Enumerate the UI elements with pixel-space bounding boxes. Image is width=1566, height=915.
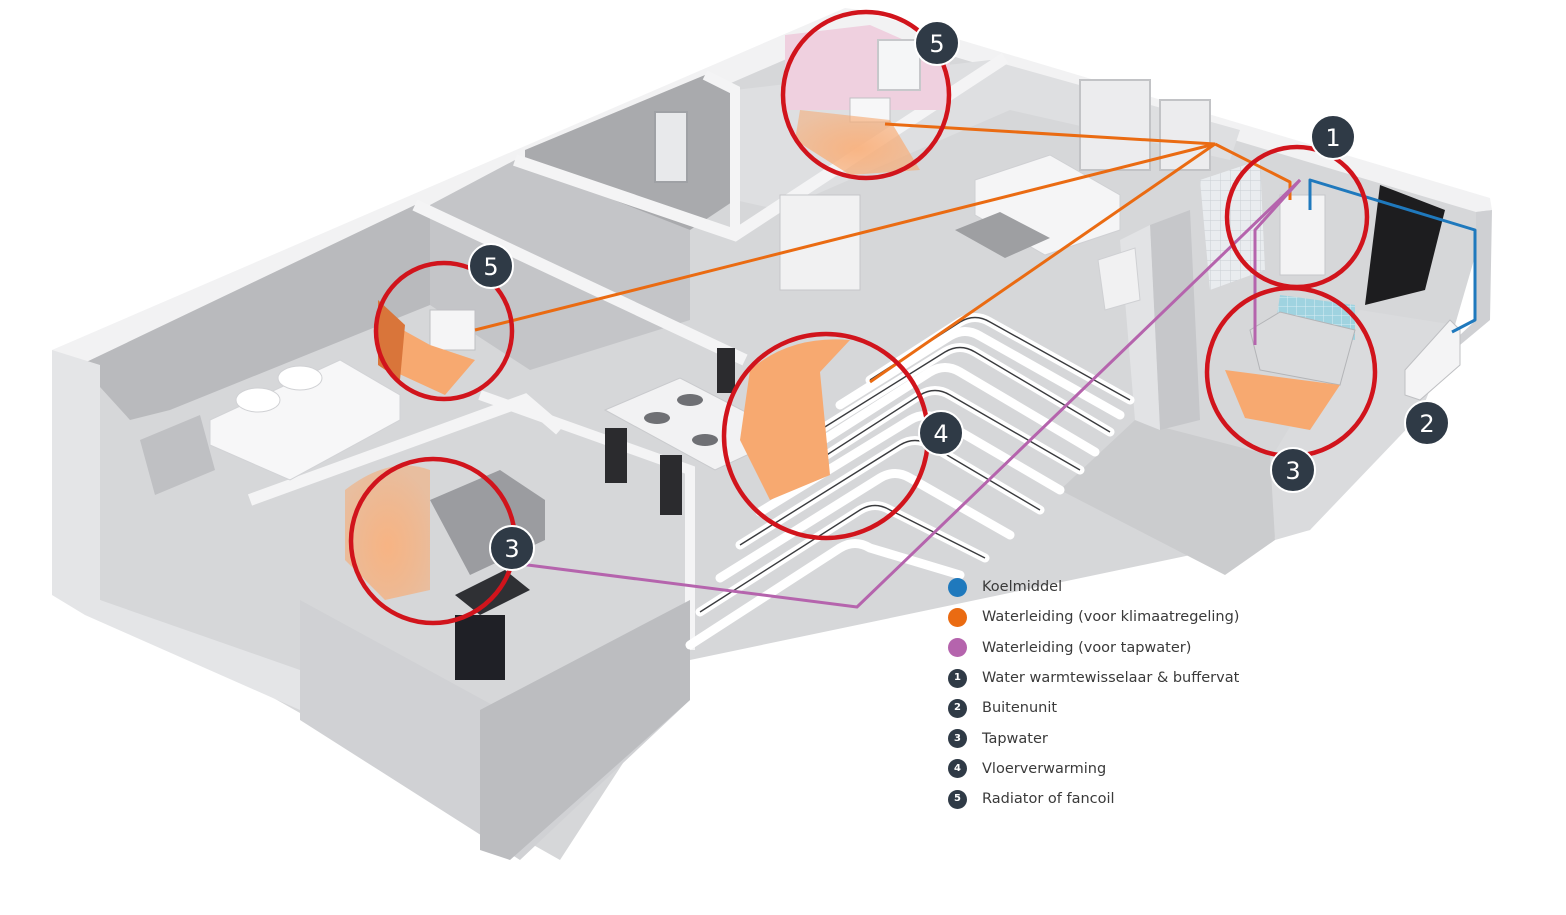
- legend-label-climate-water: Waterleiding (voor klimaatregeling): [982, 609, 1240, 626]
- legend-badge-4-number: 4: [954, 762, 961, 774]
- rear-wall-middle: [430, 160, 690, 370]
- dining-chair-2: [660, 455, 682, 515]
- wardrobe: [140, 415, 215, 495]
- warm-zones: [345, 110, 1340, 600]
- legend-label-2: Buitenunit: [982, 700, 1058, 717]
- callout-2-number: 2: [1419, 410, 1434, 438]
- warm-zone-floor: [740, 339, 850, 500]
- legend-swatch-refrigerant: [948, 577, 967, 597]
- legend-item-4: 4 Vloerverwarming: [948, 754, 1239, 784]
- legend-item-tap-water: Waterleiding (voor tapwater): [948, 633, 1239, 663]
- legend: Koelmiddel Waterleiding (voor klimaatreg…: [948, 572, 1239, 814]
- pipe-climate-floor: [869, 142, 1216, 384]
- bathroom-tiles: [1200, 160, 1265, 290]
- legend-badge-2-number: 2: [954, 702, 961, 714]
- pipe-tap-bath: [1253, 178, 1302, 345]
- bathtub: [1249, 311, 1356, 386]
- callout-4-number: 4: [933, 420, 948, 448]
- callout-5-upper: 5: [914, 20, 960, 66]
- callout-1: 1: [1310, 114, 1356, 160]
- callout-3-kitchen: 3: [489, 525, 535, 571]
- armchair: [1097, 247, 1141, 311]
- callout-5-bedroom: 5: [468, 243, 514, 289]
- ring-5-bedroom: [373, 260, 515, 402]
- kitchen-cabinet: [455, 615, 505, 680]
- legend-swatch-tap-water: [948, 638, 967, 658]
- pipe-tap-kitchen: [519, 178, 1302, 609]
- buffer-tank: [1279, 194, 1326, 276]
- wall-divider-5: [478, 390, 695, 650]
- legend-badge-3-number: 3: [954, 732, 961, 744]
- legend-item-5: 5 Radiator of fancoil: [948, 784, 1239, 814]
- warm-zone-upper: [795, 110, 920, 175]
- outer-wall-left-front: [52, 350, 300, 710]
- legend-item-1: 1 Water warmtewisselaar & buffervat: [948, 663, 1239, 693]
- legend-item-3: 3 Tapwater: [948, 723, 1239, 753]
- wall-divider-3: [702, 70, 740, 230]
- ring-5-upper: [780, 9, 952, 181]
- legend-badge-1: 1: [948, 668, 967, 688]
- legend-label-tap-water: Waterleiding (voor tapwater): [982, 639, 1192, 656]
- entrance-floor: [1060, 420, 1275, 575]
- legend-item-refrigerant: Koelmiddel: [948, 572, 1239, 602]
- pipe-refrigerant: [1308, 178, 1477, 334]
- warm-zone-kitchen: [345, 465, 430, 600]
- callout-badges: 1 2 3 3 4 5 5: [468, 20, 1450, 571]
- bed-pillow-2: [235, 387, 281, 413]
- outdoor-unit: [1404, 319, 1461, 401]
- legend-badge-2: 2: [948, 698, 967, 718]
- radiator-bedroom: [429, 309, 476, 351]
- legend-badge-3: 3: [948, 729, 967, 749]
- warm-zone-bath: [1225, 370, 1340, 430]
- plate-2: [677, 394, 703, 406]
- dining-chair-3: [717, 348, 735, 393]
- callout-5-upper-number: 5: [929, 30, 944, 58]
- wall-divider-2: [513, 52, 1009, 242]
- wall-divider-1: [412, 199, 748, 366]
- rear-wall-bedroom: [80, 205, 430, 420]
- bed: [209, 359, 401, 481]
- kitchen-stove: [455, 570, 530, 615]
- central-column: [1150, 210, 1200, 430]
- callout-3-kitchen-number: 3: [504, 535, 519, 563]
- pipe-climate-bedroom: [474, 142, 1216, 332]
- legend-badge-1-number: 1: [954, 672, 961, 684]
- warm-zone-bedroom: [385, 320, 475, 395]
- pipes: [474, 122, 1477, 609]
- legend-swatch-climate-water: [948, 607, 967, 627]
- callout-2: 2: [1404, 400, 1450, 446]
- legend-label-1: Water warmtewisselaar & buffervat: [982, 670, 1240, 687]
- living-window-2: [1159, 99, 1211, 171]
- legend-badge-5-number: 5: [954, 793, 961, 805]
- legend-item-2: 2 Buitenunit: [948, 693, 1239, 723]
- callout-1-number: 1: [1325, 124, 1340, 152]
- callout-3-bath-number: 3: [1285, 457, 1300, 485]
- bed-pillow: [277, 365, 323, 391]
- legend-label-4: Vloerverwarming: [982, 760, 1107, 777]
- legend-label-5: Radiator of fancoil: [982, 791, 1115, 808]
- outer-wall-bottom-side: [480, 600, 690, 860]
- pipe-climate-hub: [1214, 142, 1292, 200]
- legend-badge-5: 5: [948, 789, 967, 809]
- legend-item-climate-water: Waterleiding (voor klimaatregeling): [948, 602, 1239, 632]
- legend-label-3: Tapwater: [982, 730, 1048, 747]
- callout-5-bedroom-number: 5: [483, 253, 498, 281]
- legend-label-refrigerant: Koelmiddel: [982, 579, 1063, 596]
- living-window: [1079, 79, 1151, 171]
- bath-window: [654, 111, 688, 183]
- plate-3: [692, 434, 718, 446]
- dining-chair-1: [605, 428, 627, 483]
- legend-badge-4: 4: [948, 759, 967, 779]
- coffee-table: [955, 212, 1050, 258]
- callout-3-bath: 3: [1270, 447, 1316, 493]
- plate: [644, 412, 670, 424]
- upper-room-window: [877, 39, 921, 91]
- callout-4: 4: [918, 410, 964, 456]
- highlight-rings: [348, 9, 1378, 626]
